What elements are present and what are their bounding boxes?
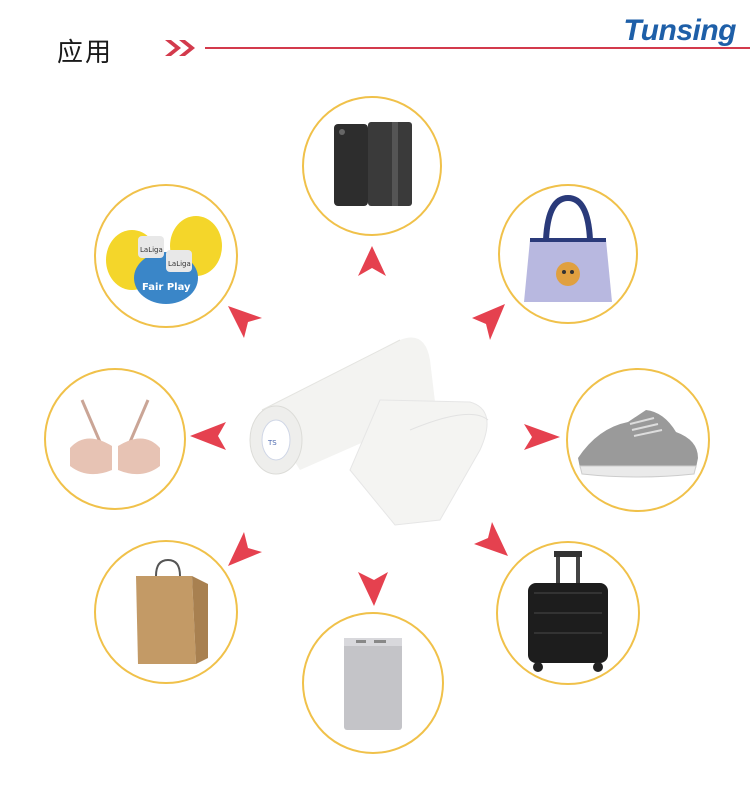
brand-logo: Tunsing — [623, 14, 736, 47]
item-power-bank — [302, 612, 444, 754]
arrows — [190, 246, 560, 606]
arrow-down — [358, 572, 388, 606]
arrow-up-right — [472, 304, 505, 340]
header-rule — [205, 47, 750, 49]
phone-case-icon — [334, 122, 412, 206]
patch-label-3: Fair Play — [142, 282, 191, 293]
header: 应用 Tunsing — [0, 0, 750, 80]
item-suitcase — [496, 541, 640, 685]
arrow-down-right — [474, 522, 508, 556]
page-title: 应用 — [57, 38, 114, 68]
item-badge-patches: LaLiga LaLiga Fair Play — [94, 184, 238, 328]
arrow-right — [524, 424, 560, 450]
item-bra — [44, 368, 186, 510]
arrow-left — [190, 422, 226, 450]
arrow-up — [358, 246, 386, 276]
patch-label-2: LaLiga — [168, 260, 191, 268]
patch-label-1: LaLiga — [140, 246, 163, 254]
paper-bag-icon — [136, 558, 208, 664]
bra-icon — [70, 399, 160, 475]
handbag-icon — [524, 194, 612, 302]
arrow-up-left — [228, 306, 262, 338]
item-paper-bag — [94, 540, 238, 684]
arrow-down-left — [228, 532, 262, 566]
power-bank-icon — [344, 638, 402, 730]
item-phone-case — [302, 96, 442, 236]
svg-text:TS: TS — [267, 439, 277, 447]
sneaker-icon — [578, 410, 698, 478]
badge-patches-icon: LaLiga LaLiga Fair Play — [106, 216, 222, 304]
suitcase-icon — [528, 551, 608, 672]
film-roll: TS — [249, 337, 489, 526]
item-sneaker — [566, 368, 710, 512]
item-handbag — [498, 184, 638, 324]
double-chevron-icon — [165, 40, 195, 56]
